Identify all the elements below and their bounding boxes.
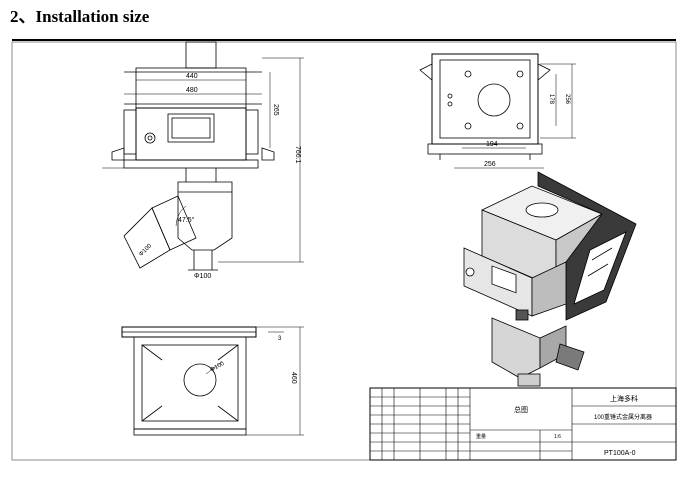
- plan-outlet-circle: [183, 363, 217, 397]
- front-dimension-lines: [102, 57, 304, 263]
- section-heading: 2、Installation size: [10, 7, 150, 26]
- plan-dim-dia: Φ100: [210, 361, 226, 374]
- front-right-bracket: [261, 147, 275, 161]
- plan-dim-3: 3: [278, 336, 282, 342]
- title-drawing-name: 总图: [514, 405, 528, 414]
- dim-outlet-dia: Φ100: [194, 273, 211, 280]
- front-left-bracket: [111, 147, 125, 161]
- iso-lower-side: [531, 261, 567, 317]
- base-center-hole: [477, 83, 511, 117]
- iso-knob: [465, 267, 475, 277]
- base-dim-194: 194: [486, 141, 498, 148]
- base-dimension-lines: [454, 63, 576, 169]
- iso-outlet-pipe: [517, 373, 541, 387]
- plan-body-outer: [133, 336, 247, 430]
- title-model: PT100A-0: [604, 450, 636, 457]
- title-block: [369, 387, 677, 461]
- front-hopper: [177, 181, 233, 251]
- iso-inlet-ring: [525, 202, 559, 218]
- front-knob: [144, 132, 156, 144]
- base-dim-256: 256: [484, 161, 496, 168]
- base-plate-inner: [439, 59, 531, 139]
- dim-265: 265: [272, 104, 279, 116]
- dim-480: 480: [186, 87, 198, 94]
- iso-hopper: [491, 317, 541, 379]
- front-display-window: [167, 113, 215, 143]
- plan-body-inner: [141, 344, 239, 422]
- sheet-frame: [11, 41, 677, 461]
- front-top-pipe: [185, 41, 217, 69]
- front-view: [111, 41, 275, 271]
- base-plate: [431, 53, 539, 145]
- dim-440: 440: [186, 73, 198, 80]
- plan-dimension-lines: [205, 326, 304, 436]
- base-dim-178: 178: [548, 94, 554, 105]
- title-company: 上海多科: [610, 394, 638, 403]
- front-inlet-pipe: [123, 207, 171, 269]
- iso-display: [491, 265, 517, 294]
- plan-view: [121, 326, 257, 436]
- iso-outlet-chute: [555, 343, 585, 371]
- dim-inlet-dia: Φ100: [138, 243, 153, 258]
- dim-angle: 47.5°: [178, 216, 195, 224]
- dim-766: 766.1: [294, 146, 301, 164]
- plan-dim-460: 460: [290, 372, 297, 384]
- base-view: [419, 53, 551, 160]
- base-right-tab: [537, 63, 551, 81]
- title-small-value: 1:6: [554, 434, 561, 440]
- isometric-view: [463, 171, 637, 387]
- base-left-tab: [419, 63, 433, 81]
- title-product-name: 100重锤式金属分离器: [594, 413, 652, 421]
- title-small-label: 重量: [476, 433, 486, 440]
- base-dim-side-256: 256: [564, 94, 570, 105]
